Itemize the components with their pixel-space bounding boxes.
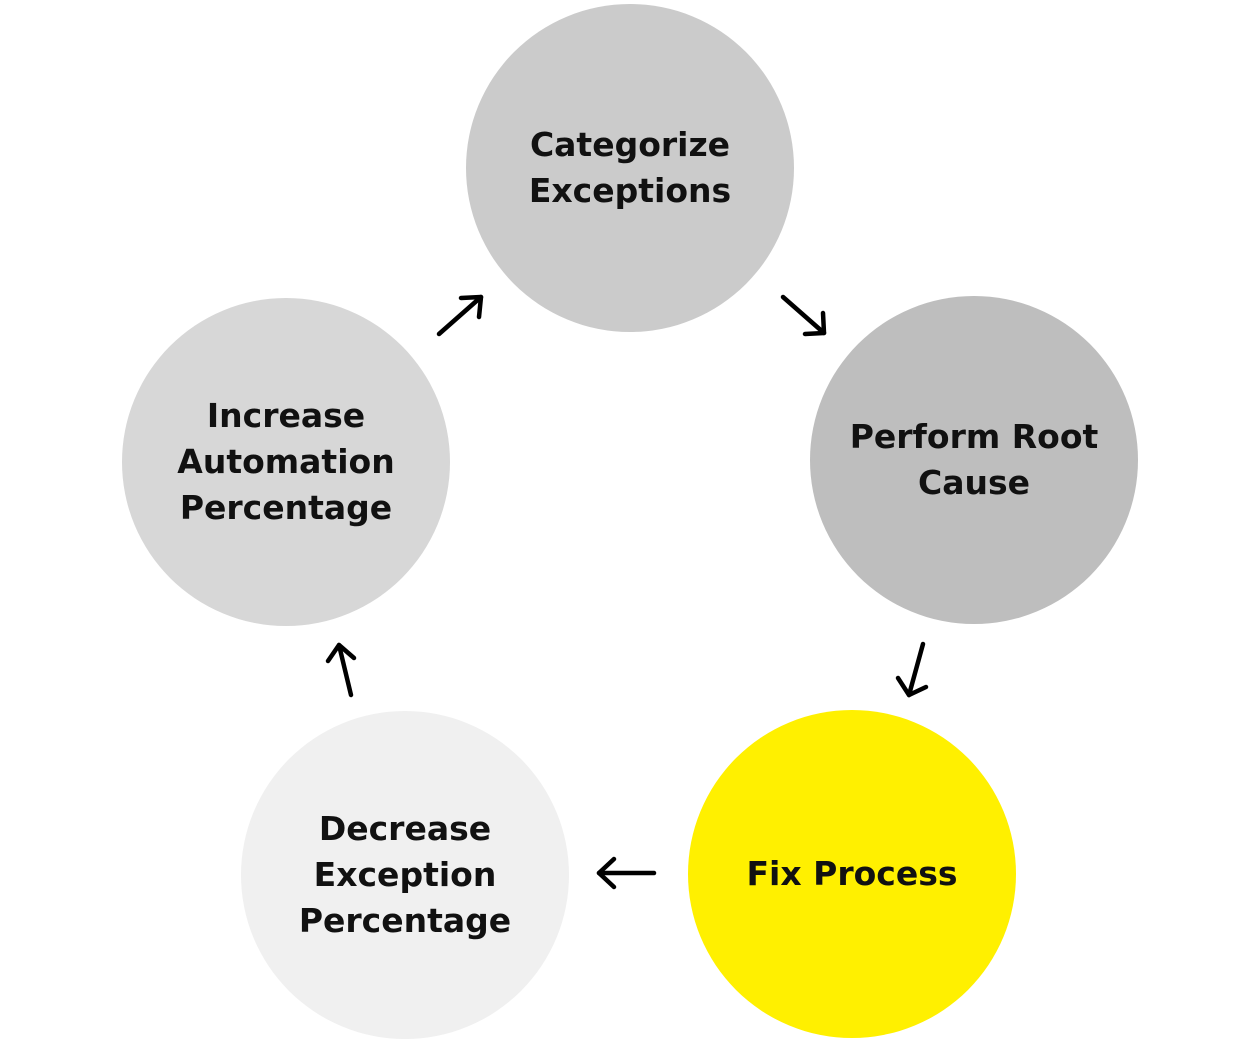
node-fix-process: Fix Process — [688, 710, 1016, 1038]
node-label-increase-automation-percentage: Increase Automation Percentage — [177, 396, 395, 527]
node-label-fix-process: Fix Process — [746, 854, 958, 893]
arrow-categorize-to-root-cause — [780, 294, 827, 337]
node-increase-automation-percentage: Increase Automation Percentage — [122, 298, 450, 626]
arrow-decrease-to-increase — [325, 642, 357, 698]
node-label-categorize-exceptions: Categorize Exceptions — [528, 125, 732, 210]
node-label-decrease-exception-percentage: Decrease Exception Percentage — [298, 809, 512, 940]
node-categorize-exceptions: Categorize Exceptions — [466, 4, 794, 332]
arrow-fix-to-decrease — [596, 856, 657, 890]
node-label-perform-root-cause: Perform Root Cause — [849, 417, 1099, 502]
node-perform-root-cause: Perform Root Cause — [810, 296, 1138, 624]
arrow-increase-to-categorize — [436, 294, 484, 337]
node-decrease-exception-percentage: Decrease Exception Percentage — [241, 711, 569, 1039]
arrow-root-cause-to-fix — [895, 641, 929, 698]
